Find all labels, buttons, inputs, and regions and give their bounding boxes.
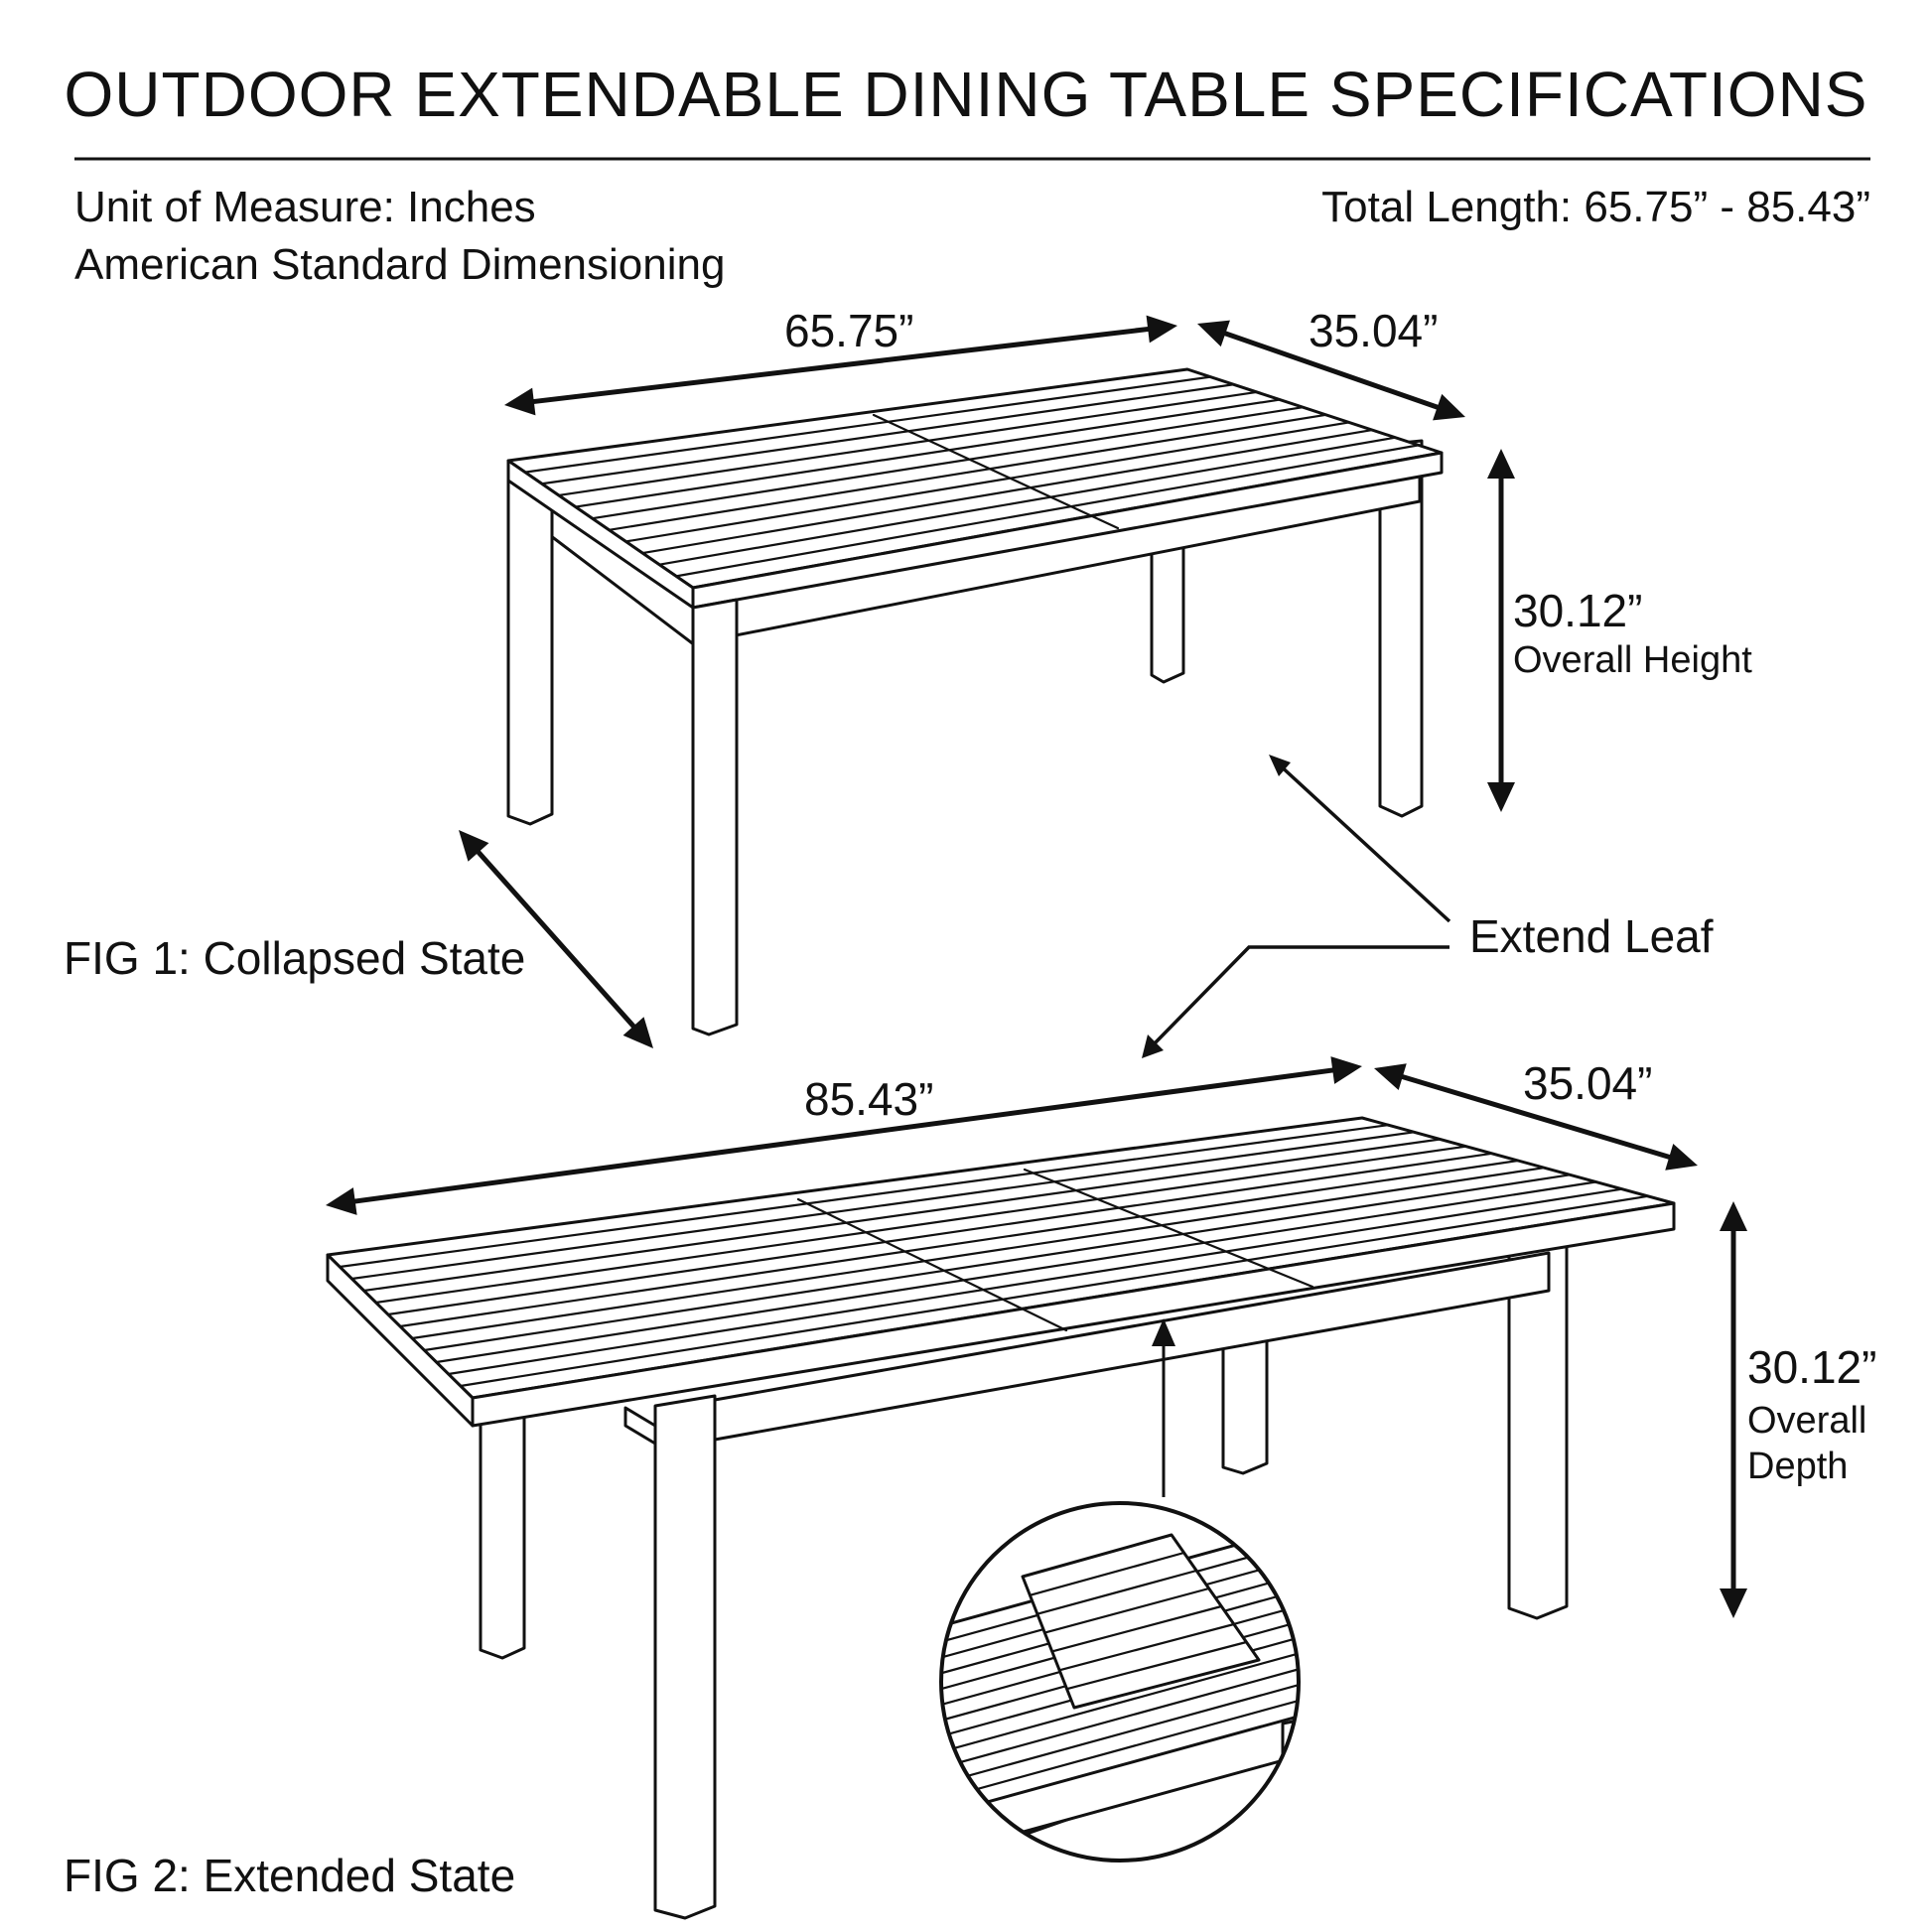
unit-label: Unit of Measure: Inches xyxy=(74,183,536,231)
fig1-slat-line xyxy=(608,413,1327,531)
fig1-leg-front-main xyxy=(691,598,739,1036)
inset-leaf-slat-line xyxy=(1035,1569,1198,1615)
extend-leaf-arrowhead-upper xyxy=(1269,755,1291,776)
fig1-slat-line xyxy=(658,436,1397,566)
fig2-caption: FIG 2: Extended State xyxy=(64,1850,516,1901)
fig1-back-leg-far-right xyxy=(1378,439,1424,818)
fig1-slat-line xyxy=(557,390,1258,497)
fig2-leg-front-main xyxy=(653,1394,717,1920)
fig1-height-arrow-head-start xyxy=(1487,449,1515,479)
fig1-slat-line xyxy=(674,444,1420,578)
fig2-slat-line xyxy=(435,1180,1597,1364)
fig1-tabletop-edge-front xyxy=(691,451,1444,610)
extend-leaf-label: Extend Leaf xyxy=(1469,910,1714,962)
fig-transition-arrow-head-end xyxy=(622,1017,653,1048)
fig2-slat-line xyxy=(459,1194,1649,1388)
standard-label: American Standard Dimensioning xyxy=(74,240,726,289)
fig2-height-value: 30.12” xyxy=(1747,1341,1877,1393)
fig2-length-label: 85.43” xyxy=(804,1073,934,1125)
fig2-depth-arrow-head-end xyxy=(1665,1143,1698,1171)
detail-inset-frame xyxy=(939,1501,1301,1863)
fig2-slat-line xyxy=(386,1152,1493,1316)
fig2-height-arrow-head-start xyxy=(1720,1201,1747,1231)
fig2-height-label-overall: Overall xyxy=(1747,1400,1867,1442)
fig2-leaf-seam-left xyxy=(796,1197,1068,1332)
fig1-length-arrow-line xyxy=(527,326,1155,405)
fig1-depth-label: 35.04” xyxy=(1309,305,1439,356)
fig1-depth-arrow-head-start xyxy=(1197,320,1230,347)
fig1-length-arrow-head-end xyxy=(1146,315,1177,344)
dimension-arrows xyxy=(326,315,1747,1618)
inset-slat-line xyxy=(941,1691,1299,1803)
fig1-length-label: 65.75” xyxy=(784,305,914,356)
page-title: OUTDOOR EXTENDABLE DINING TABLE SPECIFIC… xyxy=(64,59,1868,130)
fig2-apron xyxy=(623,1406,657,1446)
fig2-leaf-seam-right xyxy=(1023,1168,1314,1289)
fig2-back-leg-mid xyxy=(1221,1334,1269,1475)
inset-slat-line xyxy=(941,1659,1299,1771)
detail-inset xyxy=(941,1503,1299,1861)
fig-transition-arrow-head-start xyxy=(459,830,489,862)
inset-slat-line xyxy=(941,1643,1299,1755)
fig1-depth-arrow-line xyxy=(1218,329,1445,412)
fig1-slat-line xyxy=(523,375,1212,474)
inset-leg xyxy=(1281,1716,1299,1807)
fig2-height-arrow-head-end xyxy=(1720,1588,1747,1618)
total-length-label: Total Length: 65.75” - 85.43” xyxy=(1321,183,1870,231)
fig2-slat-line xyxy=(339,1124,1390,1269)
fig2-table-drawing xyxy=(326,1116,1676,1920)
extend-leaf-arrowhead-lower xyxy=(1142,1035,1164,1058)
fig2-depth-arrow-head-start xyxy=(1374,1063,1407,1091)
inset-leaf-slat-line xyxy=(1029,1551,1185,1596)
inset-apron xyxy=(941,1706,1299,1859)
inset-leaf-slat-line xyxy=(1065,1640,1248,1691)
fig2-slat-line xyxy=(447,1187,1623,1376)
fig1-slat-line xyxy=(540,383,1235,485)
extend-leaf-leader-lower xyxy=(1150,945,1449,1048)
fig1-table-drawing xyxy=(506,367,1444,1036)
fig1-caption: FIG 1: Collapsed State xyxy=(64,932,526,984)
fig1-length-arrow-head-start xyxy=(504,387,536,416)
fig1-height-label: Overall Height xyxy=(1513,639,1752,681)
fig2-tabletop-edge-front xyxy=(471,1201,1676,1428)
fig2-slat-line xyxy=(362,1138,1442,1293)
fig2-length-arrow-head-end xyxy=(1330,1056,1362,1084)
fig1-depth-arrow-head-end xyxy=(1433,393,1465,421)
inset-pointer-head xyxy=(1152,1318,1175,1346)
fig1-leg-front-left xyxy=(506,471,554,826)
inset-slat-line xyxy=(941,1675,1299,1787)
fig-transition-arrow-line xyxy=(473,846,639,1033)
fig2-length-arrow-line xyxy=(348,1066,1339,1205)
fig2-slat-line xyxy=(398,1159,1520,1328)
fig1-height-arrow-head-end xyxy=(1487,782,1515,812)
fig2-slat-line xyxy=(350,1131,1416,1281)
fig2-depth-label: 35.04” xyxy=(1523,1057,1653,1109)
fig1-slat-line xyxy=(641,428,1374,555)
fig1-slats xyxy=(523,375,1420,578)
fig2-back-leg-right xyxy=(1507,1241,1569,1620)
fig2-slat-line xyxy=(423,1173,1572,1352)
fig1-slat-line xyxy=(591,406,1305,520)
inset-leaf-slats xyxy=(1029,1551,1248,1691)
fig2-slat-line xyxy=(411,1167,1546,1340)
fig1-leaf-seam xyxy=(872,413,1120,530)
fig2-height-label-depth: Depth xyxy=(1747,1446,1849,1487)
fig1-height-value: 30.12” xyxy=(1513,585,1643,636)
fig2-depth-arrow-line xyxy=(1396,1072,1676,1162)
extend-leaf-leader-upper xyxy=(1275,760,1451,923)
fig2-slat-line xyxy=(374,1145,1467,1305)
fig2-leg-front-left xyxy=(479,1414,526,1660)
fig1-back-leg-right xyxy=(1150,540,1185,684)
fig2-length-arrow-head-start xyxy=(326,1187,357,1215)
fig2-slats xyxy=(339,1124,1649,1388)
inset-leaf-slat-line xyxy=(1058,1622,1235,1672)
fig1-slat-line xyxy=(574,398,1282,508)
inset-leaf-slat-line xyxy=(1050,1604,1223,1653)
inset-leaf-slat-line xyxy=(1043,1587,1210,1634)
fig1-slat-line xyxy=(624,421,1351,543)
